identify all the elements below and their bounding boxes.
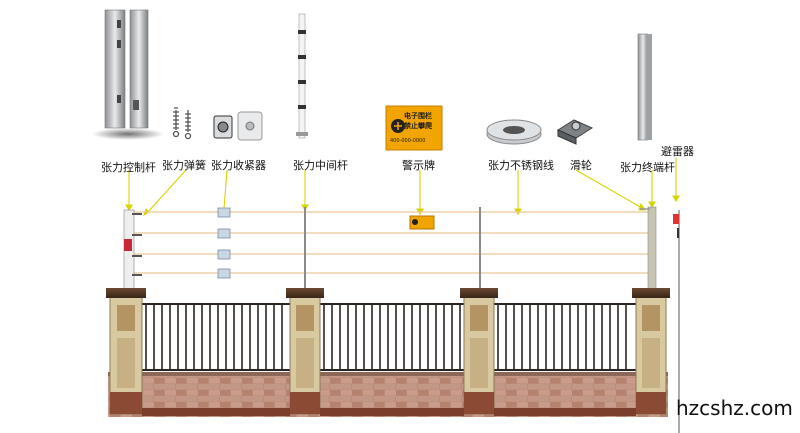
label-spring: 张力弹簧 (162, 159, 206, 172)
end-post (640, 206, 657, 298)
middle-post-product-icon (296, 13, 308, 139)
middle-posts (304, 207, 481, 297)
label-end-post: 张力终端杆 (620, 161, 675, 174)
tensioners (217, 207, 231, 279)
sign-phone: 400-000-0000 (390, 138, 426, 144)
label-tensioner: 张力收紧器 (211, 159, 266, 172)
sign-line2: 禁止攀爬 (404, 122, 432, 130)
label-warning-sign: 警示牌 (402, 159, 435, 172)
warning-sign-on-fence (409, 215, 435, 230)
label-steel-wire: 张力不锈钢线 (488, 159, 554, 172)
wall-base (106, 288, 670, 417)
sign-line1: 电子围栏 (404, 112, 432, 120)
label-pulley: 滑轮 (570, 159, 592, 172)
control-post-product-icon (92, 9, 164, 140)
label-control-post: 张力控制杆 (101, 161, 156, 174)
fence-wires (132, 211, 652, 274)
label-lightning-arrester: 避雷器 (661, 145, 694, 158)
watermark: hzcshz.com (676, 396, 793, 420)
label-middle-post: 张力中间杆 (293, 159, 348, 172)
spring-product-icon (172, 107, 192, 140)
steel-wire-coil-product-icon (486, 119, 542, 145)
warning-sign-product-icon (385, 105, 443, 151)
control-post (123, 209, 142, 296)
tensioner-product-icon (213, 111, 263, 141)
end-post-product-icon (637, 33, 652, 141)
pulley-product-icon (556, 119, 594, 145)
